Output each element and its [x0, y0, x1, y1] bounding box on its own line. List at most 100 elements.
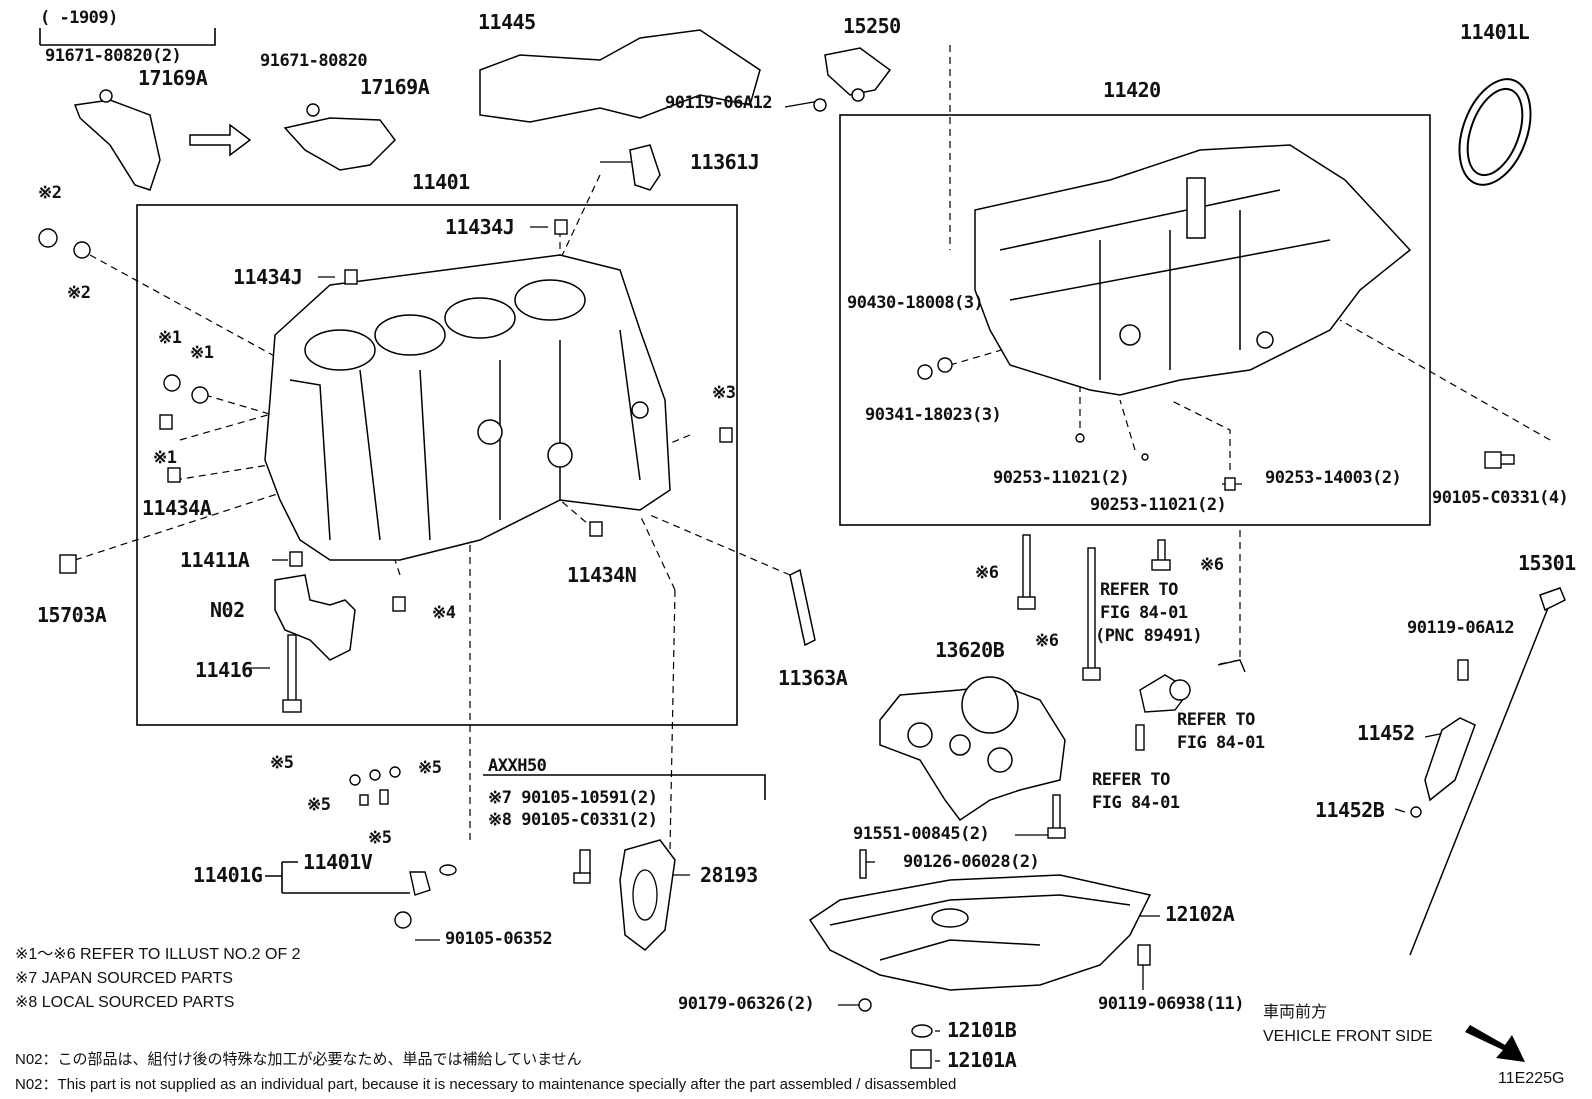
- gasket-2b: [73, 241, 91, 259]
- part-12101a: 12101A: [947, 1048, 1017, 1072]
- part-11411a: 11411A: [180, 548, 250, 572]
- part-12101b: 12101B: [947, 1018, 1017, 1042]
- part-90126-06028: 90126-06028(2): [903, 852, 1040, 872]
- part-12102a: 12102A: [1165, 902, 1235, 926]
- part-11452b: 11452B: [1315, 798, 1385, 822]
- marker-7-part: ※7 90105-10591(2): [488, 788, 658, 808]
- part-90105-06352: 90105-06352: [445, 929, 553, 949]
- note-local-sourced: ※8 LOCAL SOURCED PARTS: [15, 994, 235, 1011]
- vehicle-front-arrow-icon: [1465, 1025, 1525, 1062]
- part-11445: 11445: [478, 10, 536, 34]
- part-11434j-a: 11434J: [445, 215, 515, 239]
- part-n02: N02: [210, 598, 245, 622]
- part-11363a: 11363A: [778, 666, 848, 690]
- bearing-cap: [274, 574, 356, 661]
- part-11434n: 11434N: [567, 563, 637, 587]
- oil-pan: [808, 874, 1152, 991]
- block-frame: [136, 204, 738, 726]
- bolt-91671-b: [306, 103, 320, 117]
- part-90253-11021-a: 90253-11021(2): [993, 468, 1130, 488]
- marker-8-part: ※8 90105-C0331(2): [488, 810, 658, 830]
- pin-11434n: [589, 521, 603, 537]
- part-90119-06a12-top: 90119-06A12: [665, 93, 773, 113]
- axxh50-bracket: [483, 774, 766, 800]
- bolt-refer: [1135, 724, 1145, 751]
- pin-11411a: [289, 551, 303, 567]
- plug-12101a: [910, 1049, 932, 1069]
- part-91671-80820-2: 91671-80820(2): [45, 46, 182, 66]
- refer-pnc-1: (PNC 89491): [1095, 626, 1203, 646]
- marker-3: ※3: [712, 383, 736, 403]
- n02-note-en: N02：This part is not supplied as an indi…: [15, 1076, 957, 1093]
- bracket-17169a-old: [73, 99, 161, 191]
- gasket-12101b: [911, 1024, 933, 1038]
- marker-4: ※4: [432, 603, 456, 623]
- bolt-6a: [1022, 534, 1031, 601]
- bolt-91671-a: [99, 89, 113, 103]
- refer-to-3: REFER TO: [1092, 770, 1170, 790]
- clip-11452b: [1410, 806, 1422, 818]
- part-91551-00845: 91551-00845(2): [853, 824, 990, 844]
- front-label-en: VEHICLE FRONT SIDE: [1263, 1028, 1433, 1045]
- cylinder-block: [264, 254, 671, 561]
- part-11416: 11416: [195, 658, 253, 682]
- range-label: ( -1909): [40, 8, 118, 28]
- part-15301: 15301: [1518, 551, 1576, 575]
- marker-1c: ※1: [153, 448, 177, 468]
- part-13620b: 13620B: [935, 638, 1005, 662]
- part-90341-18023: 90341-18023(3): [865, 405, 1002, 425]
- pin-1: [159, 414, 173, 430]
- part-15250: 15250: [843, 14, 901, 38]
- pin-4: [392, 596, 406, 612]
- crankcase-frame: [839, 114, 1431, 526]
- plug-90341: [917, 364, 933, 380]
- marker-6c: ※6: [1035, 631, 1059, 651]
- part-90430-18008: 90430-18008(3): [847, 293, 984, 313]
- marker-5c: ※5: [307, 795, 331, 815]
- marker-1b: ※1: [190, 343, 214, 363]
- applicability-bracket: [39, 28, 216, 46]
- pin-11434j-a: [344, 269, 358, 285]
- part-11361j: 11361J: [690, 150, 760, 174]
- sensor-11401g: [409, 871, 431, 896]
- plug-2a: [38, 228, 58, 248]
- nut-90179: [858, 998, 872, 1012]
- pin-11434a: [167, 467, 181, 483]
- illustration-id: 11E225G: [1498, 1070, 1565, 1087]
- note-japan-sourced: ※7 JAPAN SOURCED PARTS: [15, 970, 233, 987]
- marker-1a: ※1: [158, 328, 182, 348]
- part-17169a-a: 17169A: [138, 66, 208, 90]
- part-11401g: 11401G: [193, 863, 263, 887]
- marker-5d: ※5: [368, 828, 392, 848]
- gasket-28193: [619, 839, 676, 951]
- part-11401v: 11401V: [303, 850, 373, 874]
- axxh50-label: AXXH50: [488, 756, 547, 776]
- pin-3: [719, 427, 733, 443]
- bolt-11416: [287, 634, 297, 706]
- plug-1a: [163, 374, 181, 392]
- part-90253-11021-b: 90253-11021(2): [1090, 495, 1227, 515]
- part-11420: 11420: [1103, 78, 1161, 102]
- part-11434a: 11434A: [142, 496, 212, 520]
- refer-fig-2: FIG 84-01: [1177, 733, 1265, 753]
- part-15703a: 15703A: [37, 603, 107, 627]
- refer-to-1: REFER TO: [1100, 580, 1178, 600]
- marker-5a: ※5: [270, 753, 294, 773]
- oil-pump: [879, 676, 1066, 822]
- part-90179-06326: 90179-06326(2): [678, 994, 815, 1014]
- front-label-jp: 車両前方: [1263, 1004, 1328, 1021]
- part-11452: 11452: [1357, 721, 1415, 745]
- stud-90126: [859, 849, 867, 879]
- pin-90253-14003: [1224, 477, 1236, 491]
- marker-2b: ※2: [67, 283, 91, 303]
- part-91671-80820: 91671-80820: [260, 51, 368, 71]
- part-90119-06938: 90119-06938(11): [1098, 994, 1245, 1014]
- bolt-90105-c0331: [1499, 454, 1515, 465]
- bolt-90119-06a12-top: [813, 98, 827, 112]
- part-90105-c0331-4: 90105-C0331(4): [1432, 488, 1569, 508]
- part-11434j-b: 11434J: [233, 265, 303, 289]
- refer-to-2: REFER TO: [1177, 710, 1255, 730]
- pin-90253-a: [1075, 433, 1085, 443]
- dipstick: [1409, 587, 1566, 956]
